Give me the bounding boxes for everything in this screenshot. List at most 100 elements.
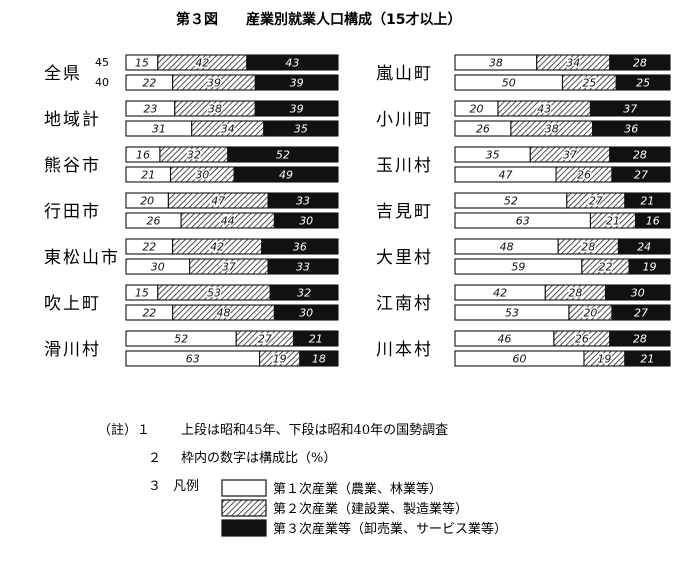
region-2-40-tertiary-value: 49 (279, 169, 293, 182)
region-13-40-tertiary-value: 21 (640, 353, 654, 366)
region-13-45-tertiary-value: 28 (633, 333, 647, 346)
region-10-label: 吉見町 (376, 202, 433, 222)
region-11-45-tertiary-segment (617, 238, 671, 255)
region-11-label: 大里村 (376, 248, 433, 268)
region-6-40-primary-value: 63 (186, 353, 200, 366)
region-10-45-tertiary-segment (624, 192, 671, 209)
region-13-40-tertiary-segment (624, 350, 671, 367)
region-13-label: 川本村 (376, 340, 433, 360)
region-2-40-primary-value: 21 (141, 169, 155, 182)
region-8-40-secondary-value: 38 (545, 123, 559, 136)
region-7-40-tertiary-value: 25 (636, 77, 650, 90)
region-11-40-tertiary-segment (628, 258, 671, 275)
region-7-40-secondary-value: 25 (582, 77, 596, 90)
note-2-text: 枠内の数字は構成比（%） (181, 450, 336, 466)
region-12-45-tertiary-segment (604, 284, 671, 301)
region-12-label: 江南村 (376, 294, 433, 314)
region-8-label: 小川町 (376, 110, 433, 130)
region-10-45-secondary-value: 27 (589, 195, 603, 208)
region-2-45-secondary-value: 32 (187, 149, 201, 162)
region-0-45-secondary-value: 42 (195, 57, 209, 70)
region-3-label: 行田市 (44, 202, 101, 222)
region-2-40-tertiary-segment (233, 166, 339, 183)
region-11-40-primary-value: 59 (511, 261, 525, 274)
region-3-40-tertiary-segment (273, 212, 339, 229)
region-9-40-tertiary-value: 27 (634, 169, 648, 182)
region-11-40-tertiary-value: 19 (643, 261, 657, 274)
region-8-bar-40: 26 38 36 (454, 120, 671, 137)
region-6-40-tertiary-segment (299, 350, 339, 367)
region-12-45-primary-value: 42 (493, 287, 507, 300)
region-8-40-tertiary-value: 36 (624, 123, 638, 136)
year-label-40: 40 (95, 76, 109, 89)
region-9-40-tertiary-segment (611, 166, 671, 183)
region-6-40-tertiary-value: 18 (312, 353, 326, 366)
chart-title: 第３図 産業別就業人口構成（15才以上） (176, 11, 461, 28)
region-1-45-tertiary-segment (254, 100, 339, 117)
region-1-40-primary-value: 31 (152, 123, 166, 136)
region-0-45-tertiary-segment (246, 54, 339, 71)
region-2-45-primary-value: 16 (136, 149, 150, 162)
region-11-45-secondary-value: 28 (581, 241, 595, 254)
region-11-bar-45: 48 28 24 (454, 238, 671, 255)
region-5-45-primary-value: 15 (135, 287, 149, 300)
note-1-number: （註）１ (98, 423, 150, 438)
region-13-40-primary-value: 60 (513, 353, 527, 366)
region-10-40-primary-value: 63 (516, 215, 530, 228)
legend-label-primary: 第１次産業（農業、林業等） (273, 481, 442, 497)
region-1-40-secondary-value: 34 (221, 123, 235, 136)
region-7-45-primary-value: 38 (489, 57, 503, 70)
region-11-45-primary-value: 48 (500, 241, 514, 254)
legend-label-secondary: 第２次産業（建設業、製造業等） (273, 501, 468, 517)
region-5-40-primary-value: 22 (142, 307, 156, 320)
region-3-40-secondary-value: 44 (221, 215, 235, 228)
region-8-40-primary-value: 26 (476, 123, 490, 136)
region-13-45-tertiary-segment (609, 330, 671, 347)
region-5-40-secondary-value: 48 (217, 307, 231, 320)
legend: 第１次産業（農業、林業等） 第２次産業（建設業、製造業等） 第３次産業等（卸売業… (221, 479, 507, 537)
region-12-40-secondary-value: 20 (583, 307, 597, 320)
region-4-40-tertiary-segment (267, 258, 339, 275)
region-8-45-tertiary-value: 37 (623, 103, 637, 116)
region-11-45-tertiary-value: 24 (637, 241, 651, 254)
region-4-45-primary-value: 22 (142, 241, 156, 254)
region-2-45-tertiary-value: 52 (276, 149, 290, 162)
region-5-45-tertiary-segment (269, 284, 339, 301)
region-9-45-primary-value: 35 (486, 149, 500, 162)
legend-label-tertiary: 第３次産業等（卸売業、サービス業等） (273, 521, 507, 537)
region-8-40-tertiary-segment (592, 120, 671, 137)
region-3-45-tertiary-value: 33 (296, 195, 310, 208)
region-6-label: 滑川村 (44, 340, 101, 360)
notes: （註）１ 上段は昭和45年、下段は昭和40年の国勢調査 ２ 枠内の数字は構成比（… (98, 423, 448, 494)
region-12-40-tertiary-segment (611, 304, 671, 321)
region-10-40-tertiary-segment (635, 212, 671, 229)
region-1-40-tertiary-segment (263, 120, 339, 137)
region-5-45-secondary-value: 53 (207, 287, 221, 300)
region-8-45-secondary-value: 43 (537, 103, 551, 116)
region-2-40-secondary-value: 30 (195, 169, 209, 182)
region-3-45-secondary-value: 47 (211, 195, 225, 208)
region-13-45-secondary-value: 26 (575, 333, 589, 346)
region-5-label: 吹上町 (44, 294, 101, 314)
region-7-45-tertiary-segment (609, 54, 671, 71)
region-1-label: 地域計 (44, 110, 101, 130)
region-12-40-primary-value: 53 (505, 307, 519, 320)
